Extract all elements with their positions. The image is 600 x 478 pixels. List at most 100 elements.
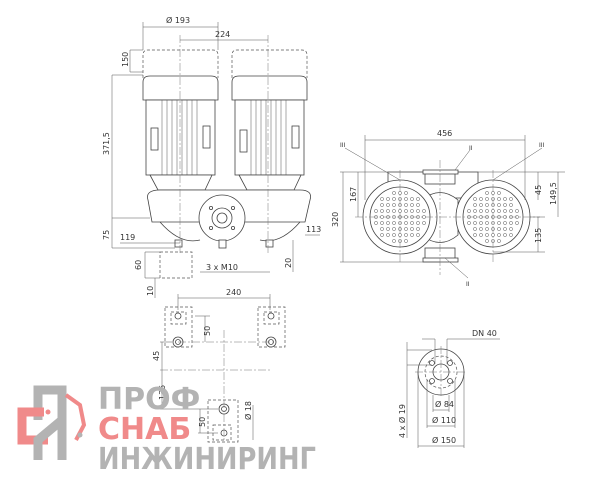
dim-foot-offset: 10 <box>146 286 155 296</box>
grille-hole <box>479 233 483 237</box>
grille-hole <box>392 239 396 243</box>
grille-hole <box>503 203 507 207</box>
dim-hole-diameter: Ø 18 <box>243 401 253 420</box>
dim-left-depth: 167 <box>349 187 358 202</box>
grille-hole <box>503 221 507 225</box>
grille-hole <box>380 209 384 213</box>
logo-icon <box>17 385 87 460</box>
grille-hole <box>404 209 408 213</box>
dim-overall-width: 456 <box>437 129 452 138</box>
dim-upper-hole-offset: 50 <box>203 326 212 336</box>
dim-bolt-holes: 4 x Ø 19 <box>397 404 407 438</box>
grille-hole <box>509 227 513 231</box>
grille-hole <box>485 233 489 237</box>
grille-hole <box>422 221 426 225</box>
grille-hole <box>485 227 489 231</box>
grille-hole <box>398 221 402 225</box>
grille-hole <box>404 233 408 237</box>
grille-hole <box>509 221 513 225</box>
grille-hole <box>410 197 414 201</box>
pump-flange <box>198 194 246 242</box>
grille-hole <box>509 197 513 201</box>
dim-offset-left: 119 <box>120 233 135 242</box>
grille-hole <box>491 221 495 225</box>
grille-hole <box>473 227 477 231</box>
grille-hole <box>515 221 519 225</box>
side-view: Ø 193 224 150 371,5 75 119 60 10 3 x M10… <box>102 15 321 298</box>
grille-hole <box>374 221 378 225</box>
foot-pad-bottom <box>207 399 239 443</box>
grille-hole <box>392 197 396 201</box>
grille-hole <box>479 197 483 201</box>
dim-center-offset: 45 <box>152 351 161 361</box>
grille-hole <box>479 221 483 225</box>
grille-hole <box>404 221 408 225</box>
dim-right-depth: 149,5 <box>549 182 558 205</box>
dim-foot-gap: 20 <box>284 258 293 268</box>
grille-hole <box>392 209 396 213</box>
logo-line-2: СНАБ <box>98 412 191 447</box>
dim-offset-right: 113 <box>306 225 321 234</box>
grille-hole <box>410 233 414 237</box>
grille-hole <box>416 221 420 225</box>
grille-hole <box>473 203 477 207</box>
grille-hole <box>485 203 489 207</box>
side-view-dimension-lines <box>111 22 320 298</box>
grille-hole <box>410 227 414 231</box>
grille-hole <box>392 221 396 225</box>
grille-hole <box>404 227 408 231</box>
grille-hole <box>473 197 477 201</box>
left-motor <box>142 49 219 191</box>
grille-hole <box>485 197 489 201</box>
flange-dimension-lines <box>406 338 500 448</box>
grille-hole <box>509 209 513 213</box>
grille-hole <box>404 239 408 243</box>
grille-hole <box>380 203 384 207</box>
dim-cap-height: 150 <box>121 52 130 67</box>
grille-hole <box>497 209 501 213</box>
grille-hole <box>386 203 390 207</box>
flange-view: DN 40 4 x Ø 19 Ø 84 Ø 110 Ø 150 <box>397 329 500 448</box>
grille-hole <box>386 227 390 231</box>
dim-foot-spacing: 240 <box>226 288 241 297</box>
dim-outer-diameter: Ø 150 <box>432 435 456 445</box>
grille-hole <box>497 197 501 201</box>
grille-hole <box>392 233 396 237</box>
section-label: II <box>469 145 473 152</box>
grille-hole <box>485 209 489 213</box>
foundation-view: 240 50 45 135 50 Ø 18 <box>152 288 286 443</box>
logo-line-1: ПРОФ <box>98 382 200 417</box>
grille-hole <box>386 221 390 225</box>
section-label: III <box>539 142 545 149</box>
grille-hole <box>374 209 378 213</box>
grille-hole <box>473 233 477 237</box>
grille-hole <box>404 203 408 207</box>
grille-hole <box>485 191 489 195</box>
grille-hole <box>497 239 501 243</box>
dim-motor-spacing: 224 <box>215 30 230 39</box>
grille-hole <box>410 203 414 207</box>
grille-hole <box>509 233 513 237</box>
dim-bolt-circle: Ø 110 <box>432 415 456 425</box>
grille-hole <box>503 197 507 201</box>
top-view-dimension-lines <box>340 135 565 279</box>
grille-hole <box>392 203 396 207</box>
grille-hole <box>416 203 420 207</box>
grille-hole <box>380 221 384 225</box>
grille-hole <box>416 233 420 237</box>
grille-hole <box>479 227 483 231</box>
grille-hole <box>497 203 501 207</box>
grille-hole <box>503 209 507 213</box>
top-view: 456 320 167 45 149,5 135 III II III II <box>331 129 565 288</box>
right-motor <box>231 49 308 191</box>
dim-motor-height: 371,5 <box>102 132 111 155</box>
grille-hole <box>410 209 414 213</box>
grille-hole <box>380 227 384 231</box>
grille-hole <box>392 191 396 195</box>
dim-base-height: 75 <box>102 230 111 240</box>
grille-hole <box>410 221 414 225</box>
dim-upper-offset: 45 <box>534 185 543 195</box>
grille-hole <box>479 209 483 213</box>
grille-hole <box>467 221 471 225</box>
